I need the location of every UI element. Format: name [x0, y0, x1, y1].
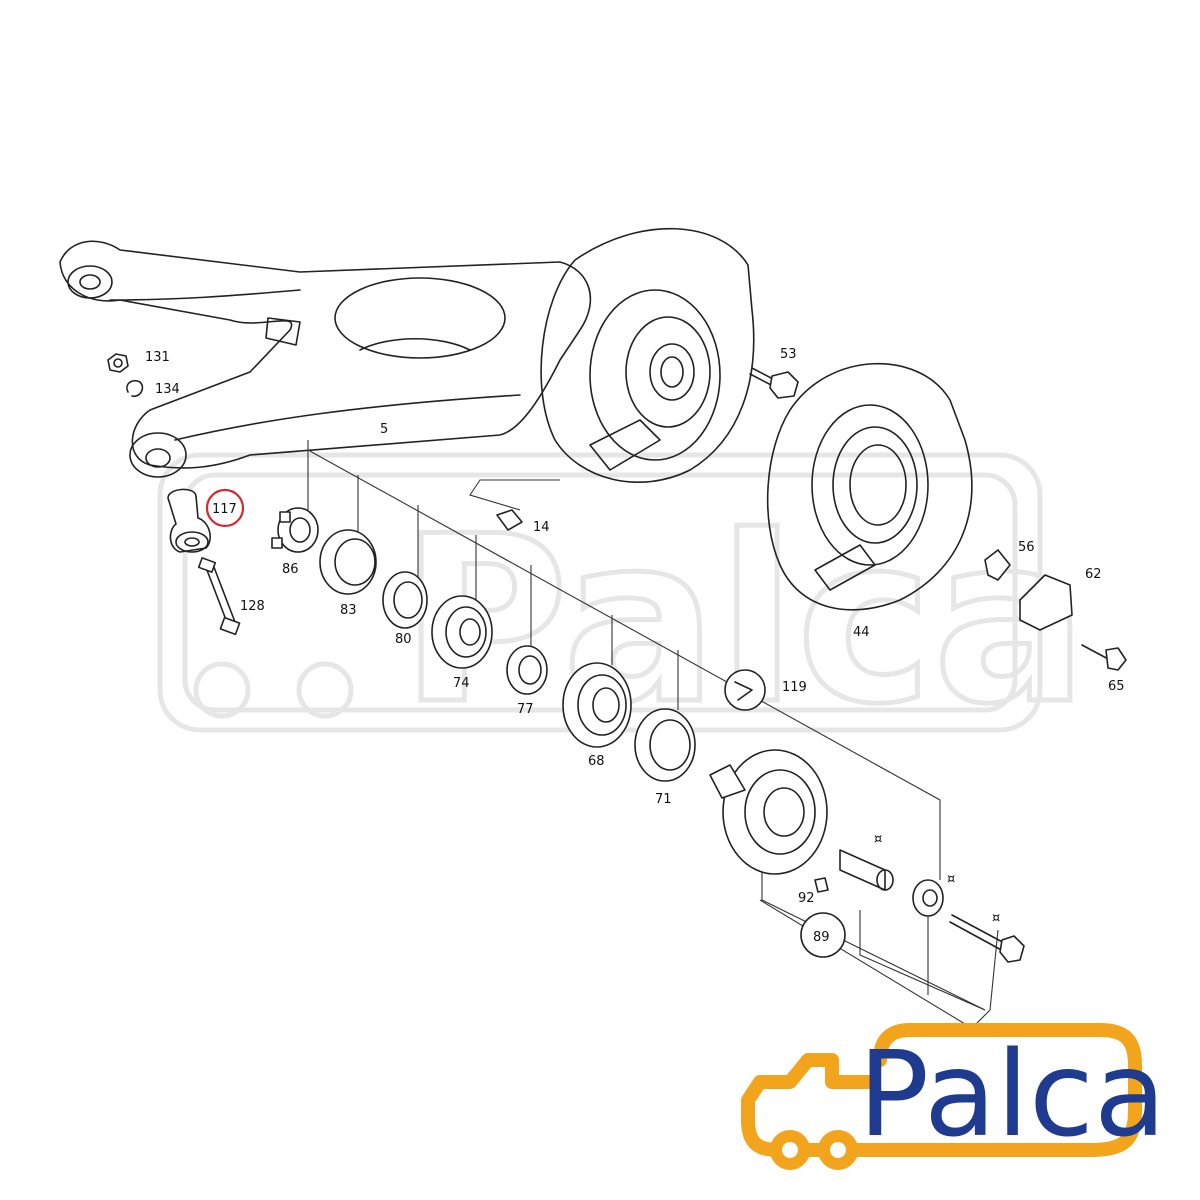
label-89: 89	[813, 930, 830, 945]
part-83	[319, 529, 377, 595]
leader-lines	[307, 440, 999, 1031]
label-62: 62	[1085, 567, 1102, 582]
label-71: 71	[655, 792, 672, 807]
label-131: 131	[145, 350, 170, 365]
label-56: 56	[1018, 540, 1035, 555]
label-117: 117	[212, 502, 237, 517]
label-83: 83	[340, 603, 357, 618]
spacer-sleeve	[839, 849, 894, 891]
label-80: 80	[395, 632, 412, 647]
part-62	[1019, 574, 1073, 631]
label-128: 128	[240, 599, 265, 614]
part-86	[271, 507, 319, 553]
truck-frame-icon	[741, 1023, 1142, 1157]
bolt-128	[197, 557, 241, 636]
label-14: 14	[533, 520, 550, 535]
watermark-text: Palca	[400, 488, 1088, 755]
logo-text: Palca	[858, 1025, 1166, 1163]
label-68: 68	[588, 754, 605, 769]
part-80	[382, 571, 428, 629]
brake-backing-plate	[540, 227, 755, 483]
footnote-symbol: ¤	[992, 911, 1000, 926]
wheel-icon	[818, 1130, 858, 1170]
label-53: 53	[780, 347, 797, 362]
hub-flange	[709, 749, 829, 893]
washer-134	[126, 379, 144, 398]
part-71	[634, 708, 696, 782]
label-5: 5	[380, 422, 388, 437]
label-44: 44	[853, 625, 870, 640]
label-74: 74	[453, 676, 470, 691]
watermark: Palca	[157, 452, 1090, 758]
label-92: 92	[798, 891, 815, 906]
footnote-symbol: ¤	[947, 872, 955, 887]
label-119: 119	[782, 680, 807, 695]
part-89	[800, 912, 846, 958]
part-14	[496, 509, 523, 531]
label-77: 77	[517, 702, 534, 717]
highlight-circle	[205, 488, 245, 528]
bolt-right	[949, 914, 1025, 963]
wheel-icon	[770, 1130, 810, 1170]
footnote-symbol: ¤	[874, 832, 882, 847]
control-arm	[59, 240, 592, 478]
label-134: 134	[155, 382, 180, 397]
part-labels: 131 134 5 117 128 86 83 80 74 77 68 71 1…	[145, 347, 1125, 945]
washer-right	[912, 879, 944, 917]
bearing-68	[562, 662, 632, 748]
palca-logo: Palca	[741, 1023, 1166, 1170]
bolt-65	[1081, 644, 1127, 671]
part-56	[984, 549, 1011, 581]
label-86: 86	[282, 562, 299, 577]
part-119	[724, 669, 766, 711]
nut-131	[107, 353, 129, 373]
bushing-117	[167, 488, 211, 553]
bolt-53	[749, 367, 799, 399]
part-77	[506, 645, 548, 695]
disc-shield	[766, 362, 973, 611]
bearing-74	[431, 595, 493, 669]
label-65: 65	[1108, 679, 1125, 694]
